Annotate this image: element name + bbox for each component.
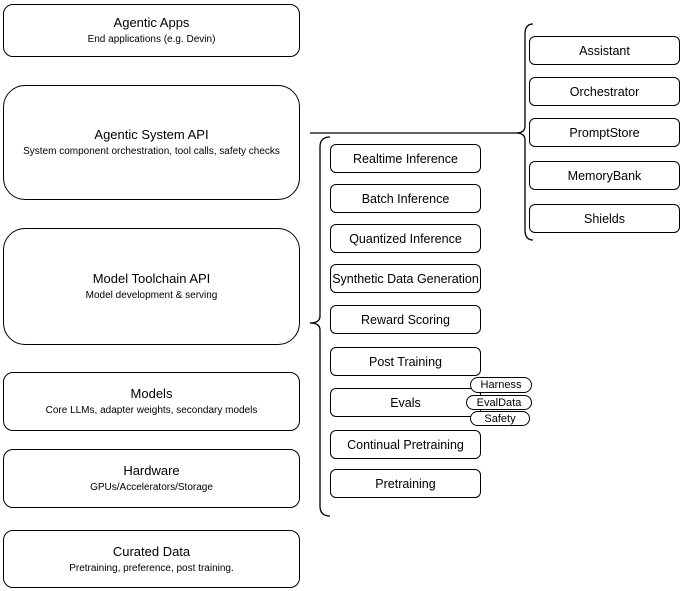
box-reward-scoring: Reward Scoring [330,305,481,334]
box-title: Agentic Apps [113,15,190,30]
box-post-training: Post Training [330,347,481,376]
box-title: Hardware [123,463,180,478]
box-evals: Evals [330,388,481,417]
box-subtitle: Pretraining, preference, post training. [69,562,234,574]
box-agentic-apps: Agentic Apps End applications (e.g. Devi… [3,4,300,57]
middle-column-brace [309,136,331,517]
box-model-toolchain-api: Model Toolchain API Model development & … [3,228,300,345]
box-quantized-inference: Quantized Inference [330,224,481,253]
box-realtime-inference: Realtime Inference [330,144,481,173]
box-title: Agentic System API [94,127,209,142]
box-subtitle: Core LLMs, adapter weights, secondary mo… [45,405,258,416]
pill-harness: Harness [470,377,532,393]
box-agentic-system-api: Agentic System API System component orch… [3,85,300,200]
box-orchestrator: Orchestrator [529,77,680,106]
pill-safety: Safety [470,411,530,426]
box-hardware: Hardware GPUs/Accelerators/Storage [3,449,300,508]
box-title: Model Toolchain API [92,271,211,286]
box-batch-inference: Batch Inference [330,184,481,213]
box-subtitle: End applications (e.g. Devin) [87,34,216,45]
box-curated-data: Curated Data Pretraining, preference, po… [3,530,300,588]
pill-evaldata: EvalData [466,395,532,410]
box-subtitle: Model development & serving [85,290,218,301]
box-synthetic-data-generation: Synthetic Data Generation [330,264,481,293]
box-subtitle: System component orchestration, tool cal… [23,146,280,157]
box-models: Models Core LLMs, adapter weights, secon… [3,372,300,431]
box-shields: Shields [529,204,680,233]
box-memorybank: MemoryBank [529,161,680,190]
box-title: Models [130,386,173,401]
box-title: Curated Data [112,543,191,559]
box-continual-pretraining: Continual Pretraining [330,430,481,459]
box-subtitle: GPUs/Accelerators/Storage [90,482,213,493]
box-assistant: Assistant [529,36,680,65]
box-pretraining: Pretraining [330,469,481,498]
box-promptstore: PromptStore [529,118,680,147]
